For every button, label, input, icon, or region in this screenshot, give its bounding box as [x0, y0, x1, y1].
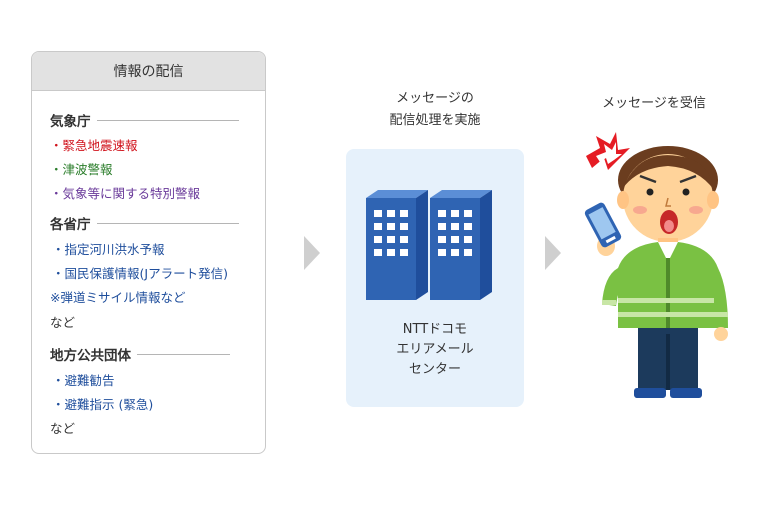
panel-title: 情報の配信 [32, 52, 265, 91]
list-item: ・避難勧告 [52, 373, 115, 388]
receive-caption: メッセージを受信 [602, 96, 706, 111]
list-item: ・避難指示 (緊急) [52, 397, 154, 412]
list-item: など [50, 315, 76, 330]
group-title-ministries: 各省庁 [50, 213, 239, 233]
list-item: ・指定河川洪水予報 [52, 242, 165, 257]
flow-arrow-1 [304, 236, 320, 270]
list-item: ※弾道ミサイル情報など [50, 290, 186, 305]
flow-arrow-2 [545, 236, 561, 270]
group-title-local-gov: 地方公共団体 [50, 344, 230, 364]
building-icon [366, 190, 492, 300]
center-caption: メッセージの 配信処理を実施 [389, 91, 481, 128]
list-item: ・緊急地震速報 [50, 138, 138, 153]
list-item: ・国民保護情報(Jアラート発信) [52, 266, 228, 281]
list-item: ・津波警報 [50, 162, 113, 177]
person-receiving-phone-icon [584, 132, 728, 398]
list-item: ・気象等に関する特別警報 [50, 186, 201, 201]
list-item: など [50, 421, 76, 436]
docomo-center-label: NTTドコモ エリアメール センター [396, 322, 474, 377]
group-title-jma: 気象庁 [50, 110, 239, 130]
info-distribution-panel: 情報の配信 気象庁 ・緊急地震速報 ・津波警報 ・気象等に関する特別警報 各省庁… [31, 51, 266, 454]
